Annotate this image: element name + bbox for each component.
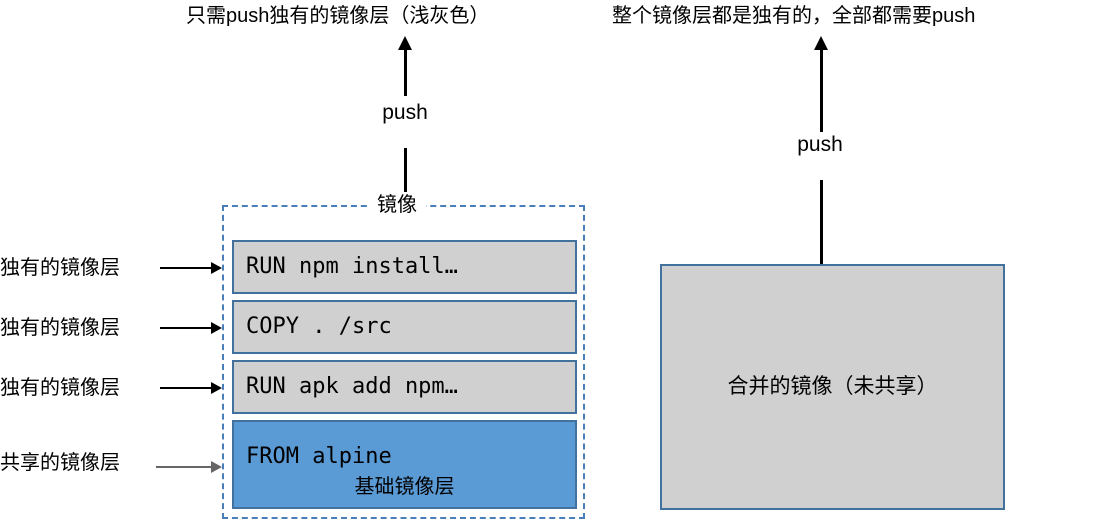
right-push-label: push — [770, 132, 870, 158]
annotation-shared-layer: 共享的镜像层 — [0, 452, 120, 474]
arrow-shaft — [160, 267, 212, 269]
annotation-arrow-2 — [160, 322, 222, 334]
image-group-label: 镜像 — [368, 192, 426, 218]
image-layer-from-alpine: FROM alpine 基础镜像层 — [232, 420, 577, 509]
right-panel-caption: 整个镜像层都是独有的，全部都需要push — [612, 5, 976, 27]
merged-image-box: 合并的镜像（未共享） — [660, 264, 1005, 510]
image-layer-run-npm-install: RUN npm install… — [232, 240, 577, 294]
layer-command-text: RUN npm install… — [246, 254, 458, 279]
arrow-head — [211, 382, 222, 394]
base-layer-sublabel: 基础镜像层 — [354, 476, 455, 498]
arrow-head — [211, 262, 222, 274]
layer-command-text: COPY . /src — [246, 314, 392, 339]
arrow-head — [211, 322, 222, 334]
image-layer-copy-src: COPY . /src — [232, 300, 577, 354]
left-push-arrow-shaft-upper — [404, 48, 407, 96]
layer-command-text: RUN apk add npm… — [246, 374, 458, 399]
right-push-arrowhead — [814, 36, 828, 50]
annotation-arrow-4 — [156, 461, 222, 473]
arrow-shaft — [156, 466, 212, 468]
layer-command-text: FROM alpine — [246, 444, 392, 469]
image-layer-run-apk-add-npm: RUN apk add npm… — [232, 360, 577, 414]
annotation-arrow-1 — [160, 262, 222, 274]
right-push-arrow-shaft-upper — [820, 48, 823, 140]
right-push-arrow-shaft-lower — [820, 180, 823, 264]
arrow-shaft — [160, 387, 212, 389]
left-panel-caption: 只需push独有的镜像层（浅灰色） — [186, 5, 490, 27]
left-push-arrow-shaft-lower — [404, 148, 407, 204]
left-push-arrowhead — [398, 36, 412, 50]
annotation-unique-layer-3: 独有的镜像层 — [0, 377, 120, 399]
annotation-arrow-3 — [160, 382, 222, 394]
merged-image-label: 合并的镜像（未共享） — [727, 375, 938, 398]
left-push-label: push — [355, 100, 455, 126]
arrow-shaft — [160, 327, 212, 329]
annotation-unique-layer-2: 独有的镜像层 — [0, 317, 120, 339]
annotation-unique-layer-1: 独有的镜像层 — [0, 257, 120, 279]
arrow-head — [211, 461, 222, 473]
